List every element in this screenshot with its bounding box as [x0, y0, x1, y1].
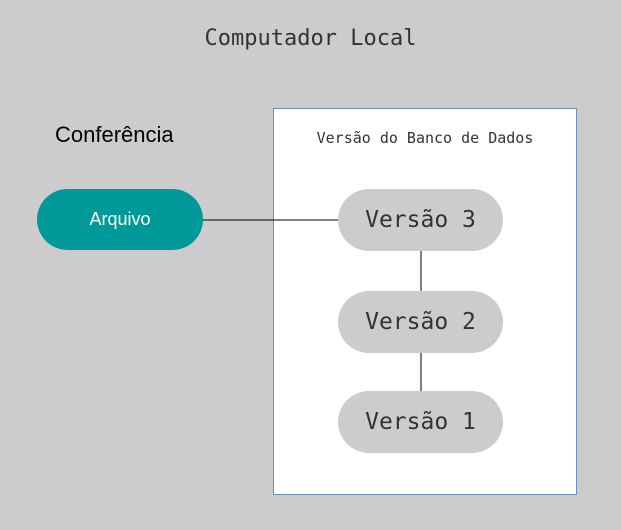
- version-database-title: Versão do Banco de Dados: [316, 129, 534, 147]
- file-node: Arquivo: [37, 189, 203, 250]
- version-2-node: Versão 2: [338, 291, 503, 353]
- checkout-label: Conferência: [55, 122, 174, 147]
- diagram-title: Computador Local: [204, 26, 417, 51]
- version-1-node: Versão 1: [338, 391, 503, 453]
- version-3-node: Versão 3: [338, 189, 503, 251]
